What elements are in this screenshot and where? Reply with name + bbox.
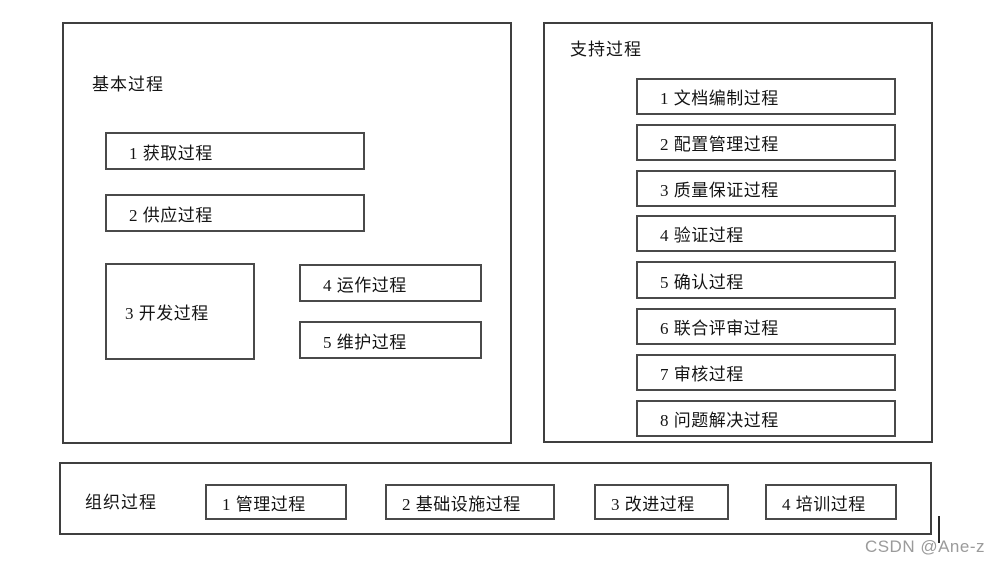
basic-process-title: 基本过程 — [92, 75, 164, 94]
support-process-panel: 支持过程 1 文档编制过程 2 配置管理过程 3 质量保证过程 4 验证过程 5… — [543, 22, 933, 443]
supply-process-box: 2 供应过程 — [105, 194, 365, 232]
improvement-process-box: 3 改进过程 — [594, 484, 729, 520]
infrastructure-process-box: 2 基础设施过程 — [385, 484, 555, 520]
acquisition-process-box: 1 获取过程 — [105, 132, 365, 170]
verification-process-box: 4 验证过程 — [636, 215, 896, 252]
documentation-process-label: 1 文档编制过程 — [660, 89, 779, 108]
joint-review-process-label: 6 联合评审过程 — [660, 319, 779, 338]
management-process-label: 1 管理过程 — [222, 494, 306, 514]
maintenance-process-box: 5 维护过程 — [299, 321, 482, 359]
acquisition-process-label: 1 获取过程 — [129, 143, 213, 163]
documentation-process-box: 1 文档编制过程 — [636, 78, 896, 115]
operation-process-label: 4 运作过程 — [323, 275, 407, 295]
management-process-box: 1 管理过程 — [205, 484, 347, 520]
quality-assurance-process-box: 3 质量保证过程 — [636, 170, 896, 207]
joint-review-process-box: 6 联合评审过程 — [636, 308, 896, 345]
quality-assurance-process-label: 3 质量保证过程 — [660, 181, 779, 200]
verification-process-label: 4 验证过程 — [660, 226, 744, 245]
training-process-box: 4 培训过程 — [765, 484, 897, 520]
problem-resolution-process-box: 8 问题解决过程 — [636, 400, 896, 437]
basic-process-panel: 基本过程 1 获取过程 2 供应过程 3 开发过程 4 运作过程 5 维护过程 — [62, 22, 512, 444]
problem-resolution-process-label: 8 问题解决过程 — [660, 411, 779, 430]
development-process-label: 3 开发过程 — [125, 304, 209, 323]
validation-process-box: 5 确认过程 — [636, 261, 896, 299]
configuration-management-process-label: 2 配置管理过程 — [660, 135, 779, 154]
infrastructure-process-label: 2 基础设施过程 — [402, 494, 521, 514]
supply-process-label: 2 供应过程 — [129, 205, 213, 225]
audit-process-label: 7 审核过程 — [660, 365, 744, 384]
support-process-title: 支持过程 — [570, 40, 642, 59]
improvement-process-label: 3 改进过程 — [611, 494, 695, 514]
validation-process-label: 5 确认过程 — [660, 272, 744, 292]
organization-process-title: 组织过程 — [85, 493, 157, 512]
development-process-box: 3 开发过程 — [105, 263, 255, 360]
organization-process-panel: 组织过程 1 管理过程 2 基础设施过程 3 改进过程 4 培训过程 — [59, 462, 932, 535]
csdn-watermark: CSDN @Ane-z — [864, 537, 985, 556]
training-process-label: 4 培训过程 — [782, 494, 866, 514]
text-cursor — [938, 516, 940, 543]
operation-process-box: 4 运作过程 — [299, 264, 482, 302]
configuration-management-process-box: 2 配置管理过程 — [636, 124, 896, 161]
audit-process-box: 7 审核过程 — [636, 354, 896, 391]
maintenance-process-label: 5 维护过程 — [323, 332, 407, 352]
